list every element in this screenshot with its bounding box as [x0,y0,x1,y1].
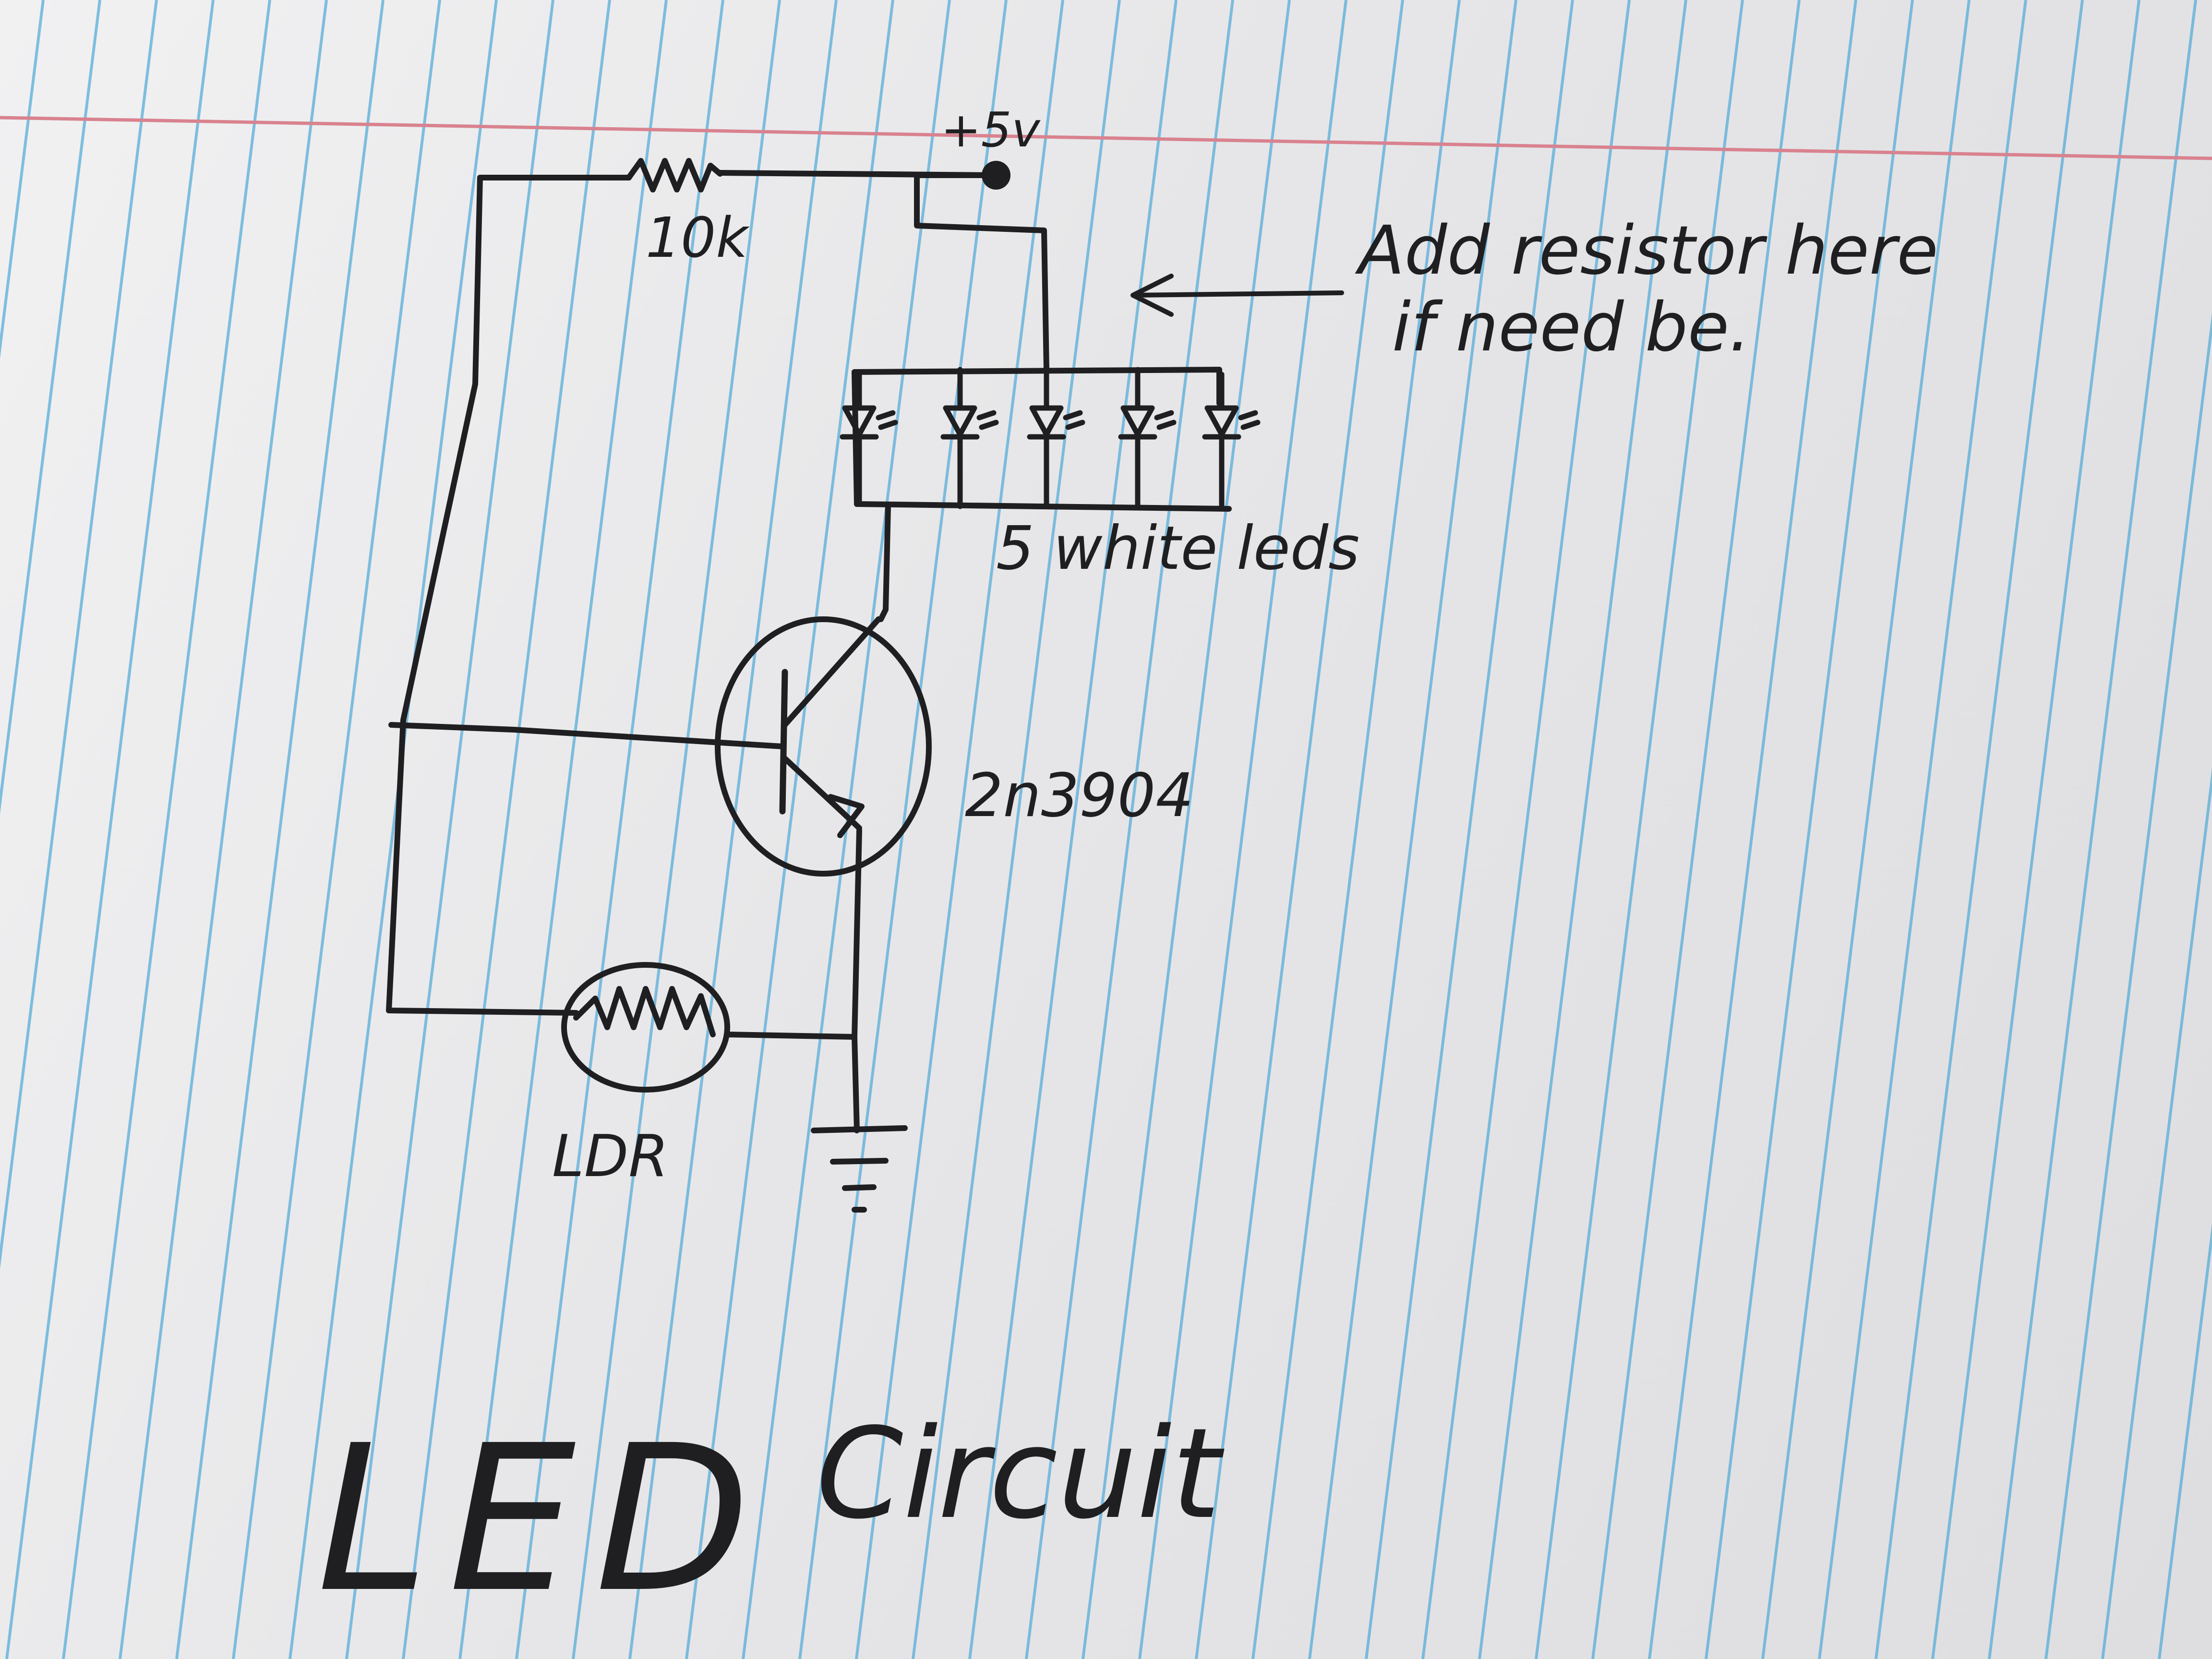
note-arrow [1130,274,1344,317]
rule-line [1251,0,1461,1659]
rule-line [0,0,45,359]
led-5 [1202,372,1261,509]
supply-to-leds-wire [914,172,1049,373]
led-top-rail [852,367,1222,406]
led-1 [840,369,898,507]
rule-line [2101,768,2212,1659]
rule-line [1988,0,2197,1659]
led-bottom-rail [854,501,1232,512]
title-circuit: Circuit [816,1402,1226,1547]
rule-line [685,0,894,1659]
resistor-label: 10k [646,206,750,270]
rule-line [5,0,215,1659]
ldr-label: LDR [552,1123,669,1190]
rule-line [289,0,498,1659]
emitter-wire [852,828,862,1133]
base-wire [388,722,785,749]
transistor-2n3904 [715,616,932,877]
leds-label: 5 white leds [996,514,1359,583]
rule-line [458,0,668,1659]
rule-line [1138,0,1347,1659]
rule-line [1761,0,1971,1659]
resistor-10k [626,158,723,192]
rule-line [175,0,385,1659]
rule-line [1025,0,1234,1659]
rule-line [402,0,611,1659]
margin-line [0,116,2212,160]
rule-line [0,0,101,815]
rule-line [0,0,158,1270]
rule-line [968,0,1178,1659]
rule-line [1365,0,1574,1659]
ground-symbol [811,1125,908,1213]
led-2 [940,367,999,509]
rule-line [1818,0,2027,1659]
ldr [561,962,730,1093]
rule-line [2158,1223,2212,1659]
supply-label: +5v [941,102,1041,158]
rule-line [232,0,441,1659]
title-led: LED [317,1402,769,1637]
transistor-base-bar [779,669,788,815]
rule-line [515,0,724,1659]
note-line-1: Add resistor here [1355,212,1938,290]
rule-line [1082,0,1291,1659]
rule-line [1308,0,1517,1659]
ldr-resistor-zigzag [573,986,716,1037]
rule-line [2044,312,2212,1659]
rule-line [912,0,1121,1659]
transistor-label: 2n3904 [965,761,1194,830]
rule-line [1705,0,1914,1659]
transistor-emitter-lead [782,756,865,838]
rule-line [345,0,554,1659]
rule-line [855,0,1064,1659]
rule-line [1535,0,1744,1659]
rule-line [1875,0,2084,1659]
ldr-left-wire [386,1008,579,1016]
transistor-collector-lead [782,616,881,728]
rule-line [1648,0,1857,1659]
rule-line [62,0,271,1659]
rule-line [1195,0,1404,1659]
rule-line [1421,0,1631,1659]
note-line-2: if need be. [1392,289,1751,367]
rule-line [1478,0,1687,1659]
led-3 [1027,367,1085,509]
rule-line [1931,0,2140,1659]
rule-line [1591,0,1801,1659]
rule-line [628,0,838,1659]
led-4 [1118,367,1177,509]
ldr-right-wire [724,1032,857,1040]
rule-line [119,0,328,1659]
left-wire [386,175,483,1013]
rule-line [572,0,781,1659]
collector-wire [878,504,891,622]
